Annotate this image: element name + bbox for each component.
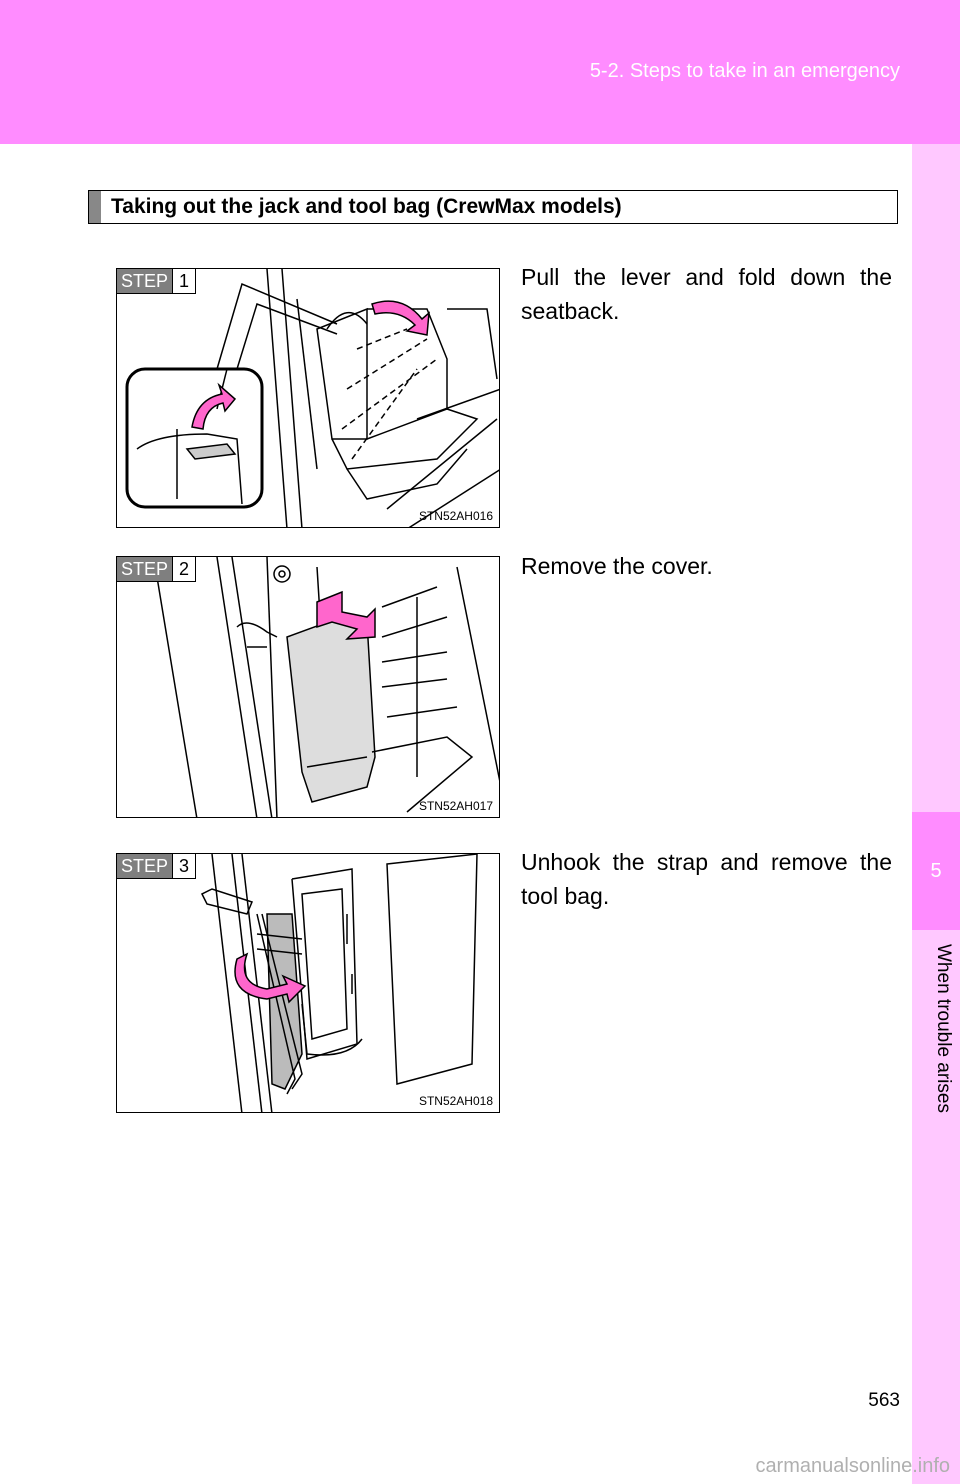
- cover-removal-illustration: [156, 557, 499, 817]
- page-header: 5-2. Steps to take in an emergency: [0, 0, 960, 144]
- figure-code: STN52AH018: [418, 1094, 493, 1108]
- step-3-figure: STEP 3 STN52AH018: [116, 853, 500, 1113]
- section-title: Taking out the jack and tool bag (CrewMa…: [88, 190, 898, 224]
- step-3-text: Unhook the strap and remove the tool bag…: [521, 849, 892, 909]
- step-label: STEP: [117, 557, 173, 581]
- side-tab-label: When trouble arises: [933, 944, 954, 1113]
- step-3-badge: STEP 3: [117, 854, 197, 879]
- step-label: STEP: [117, 854, 173, 878]
- tool-bag-illustration: [200, 854, 478, 1112]
- figure-code: STN52AH016: [418, 509, 493, 523]
- step-1-text: Pull the lever and fold down the seatbac…: [521, 264, 892, 324]
- step-1-badge: STEP 1: [117, 269, 197, 294]
- side-tab-number: 5: [912, 812, 960, 930]
- page-number: 563: [868, 1390, 900, 1411]
- step-label: STEP: [117, 269, 173, 293]
- step-2-badge: STEP 2: [117, 557, 197, 582]
- section-title-bar: [89, 191, 101, 223]
- step-number: 1: [172, 269, 195, 293]
- figure-code: STN52AH017: [418, 799, 493, 813]
- step-1-figure: STEP 1 STN52AH016: [116, 268, 500, 528]
- step-2-text: Remove the cover.: [521, 553, 713, 579]
- watermark: carmanualsonline.info: [755, 1455, 950, 1477]
- chapter-section-title: 5-2. Steps to take in an emergency: [589, 60, 900, 82]
- step-number: 2: [172, 557, 195, 581]
- step-2-figure: STEP 2 STN52AH017: [116, 556, 500, 818]
- seat-fold-illustration: [125, 269, 499, 527]
- step-number: 3: [172, 854, 195, 878]
- section-title-text: Taking out the jack and tool bag (CrewMa…: [111, 195, 622, 218]
